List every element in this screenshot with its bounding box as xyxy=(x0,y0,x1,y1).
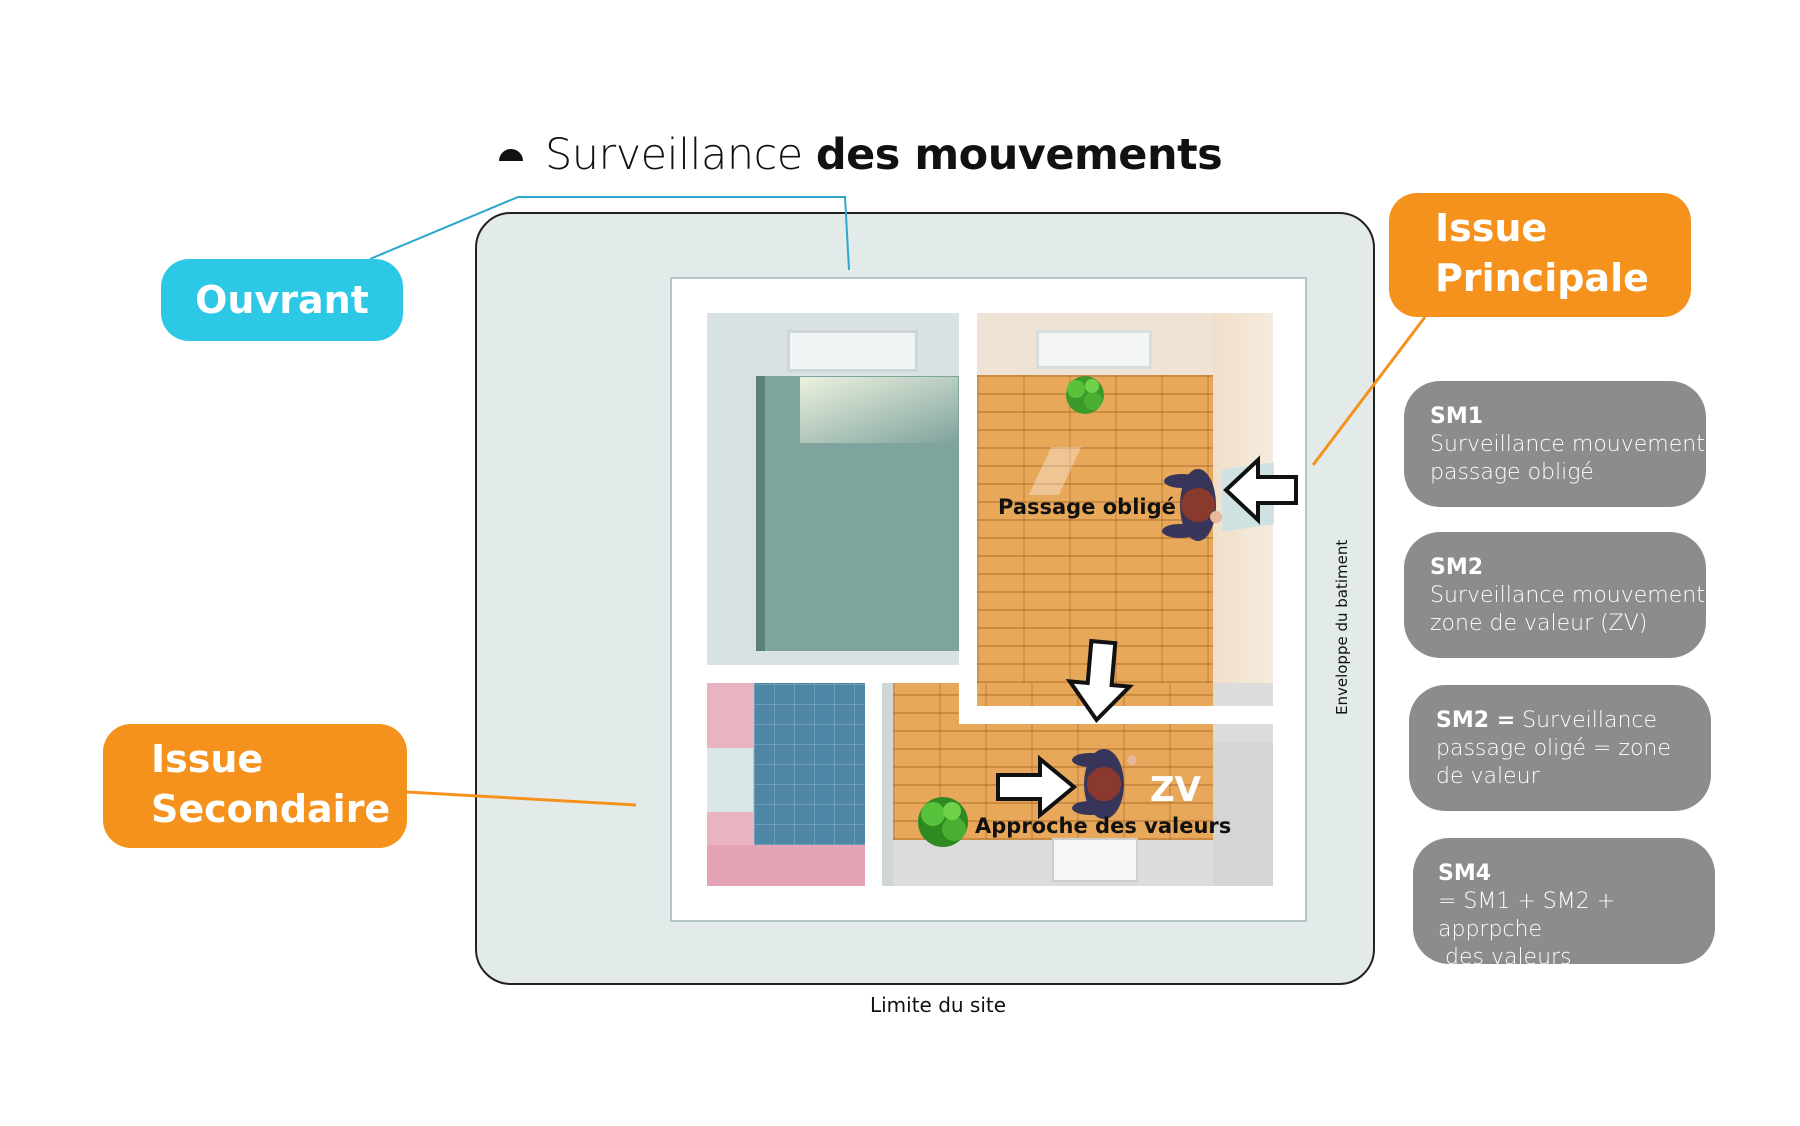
sm2-equation-line2: de valeur xyxy=(1436,764,1540,789)
sm2-equation-line1: passage oligé = zone xyxy=(1436,736,1671,761)
ouvrant-callout: Ouvrant xyxy=(161,259,403,341)
room-bottom-center-wall xyxy=(1213,742,1273,886)
approche-label: Approche des valeurs xyxy=(975,814,1232,838)
room-bottom-left-floor xyxy=(707,845,865,886)
sm4-line2: des valeurs xyxy=(1438,945,1572,970)
sm1-line1: Surveillance mouvement xyxy=(1430,432,1705,457)
sm2-line2: zone de valeur (ZV) xyxy=(1430,611,1648,636)
sm2-title: SM2 xyxy=(1430,555,1484,580)
issue-secondaire-callout: Issue Secondaire xyxy=(103,724,407,848)
sm1-title: SM1 xyxy=(1430,404,1484,429)
sm4-line1: = SM1 + SM2 + apprpche xyxy=(1438,889,1616,942)
title-bold: des mouvements xyxy=(815,130,1223,180)
partition-wall xyxy=(959,313,977,706)
person-icon xyxy=(1072,749,1137,819)
building-envelope-label: Enveloppe du batiment xyxy=(1333,539,1351,715)
skylight xyxy=(787,330,918,372)
plant-icon xyxy=(1066,376,1104,414)
sm2-card: SM2 Surveillance mouvement zone de valeu… xyxy=(1404,532,1706,658)
person-icon xyxy=(1162,469,1222,541)
issue-secondaire-connector xyxy=(406,790,637,807)
sm2-line1: Surveillance mouvement xyxy=(1430,583,1705,608)
sm2-equation-card: SM2 = Surveillance passage oligé = zone … xyxy=(1409,685,1711,811)
issue-principale-connector xyxy=(1311,316,1427,466)
diagram-title: Surveillance des mouvements xyxy=(497,125,1223,185)
issue-secondaire-line2: Secondaire xyxy=(151,787,391,831)
sm4-title: SM4 xyxy=(1438,861,1492,886)
room-bottom-center-side xyxy=(882,683,893,886)
sm2-equation-title: SM2 = xyxy=(1436,708,1516,733)
sm2-equation-first-line: Surveillance xyxy=(1515,708,1658,733)
partition-wall xyxy=(959,706,1273,724)
zv-label: ZV xyxy=(1150,770,1201,810)
plant-icon xyxy=(918,797,968,847)
issue-principale-callout: Issue Principale xyxy=(1389,193,1691,317)
site-limit-label: Limite du site xyxy=(869,993,1007,1017)
arrow-icon xyxy=(1065,638,1134,723)
passage-label: Passage obligé xyxy=(998,495,1176,519)
issue-secondaire-line1: Issue xyxy=(151,737,264,781)
secondary-door xyxy=(1052,838,1138,882)
issue-principale-line1: Issue xyxy=(1435,206,1548,250)
ouvrant-connector xyxy=(369,196,850,271)
ouvrant-text: Ouvrant xyxy=(195,278,369,322)
sm1-line2: passage obligé xyxy=(1430,460,1594,485)
skylight xyxy=(1036,330,1152,369)
half-dome-icon xyxy=(499,149,523,161)
sm4-card: SM4 = SM1 + SM2 + apprpche des valeurs xyxy=(1413,838,1715,970)
light-beam xyxy=(800,377,958,443)
window xyxy=(707,748,753,812)
partition-wall xyxy=(865,683,882,886)
title-regular: Surveillance xyxy=(545,130,803,180)
arrow-icon xyxy=(1223,455,1298,525)
arrow-icon xyxy=(996,754,1078,820)
tile-wall xyxy=(754,683,865,845)
sm1-card: SM1 Surveillance mouvement passage oblig… xyxy=(1404,381,1706,507)
partition-wall xyxy=(707,665,959,683)
issue-principale-line2: Principale xyxy=(1435,256,1649,300)
